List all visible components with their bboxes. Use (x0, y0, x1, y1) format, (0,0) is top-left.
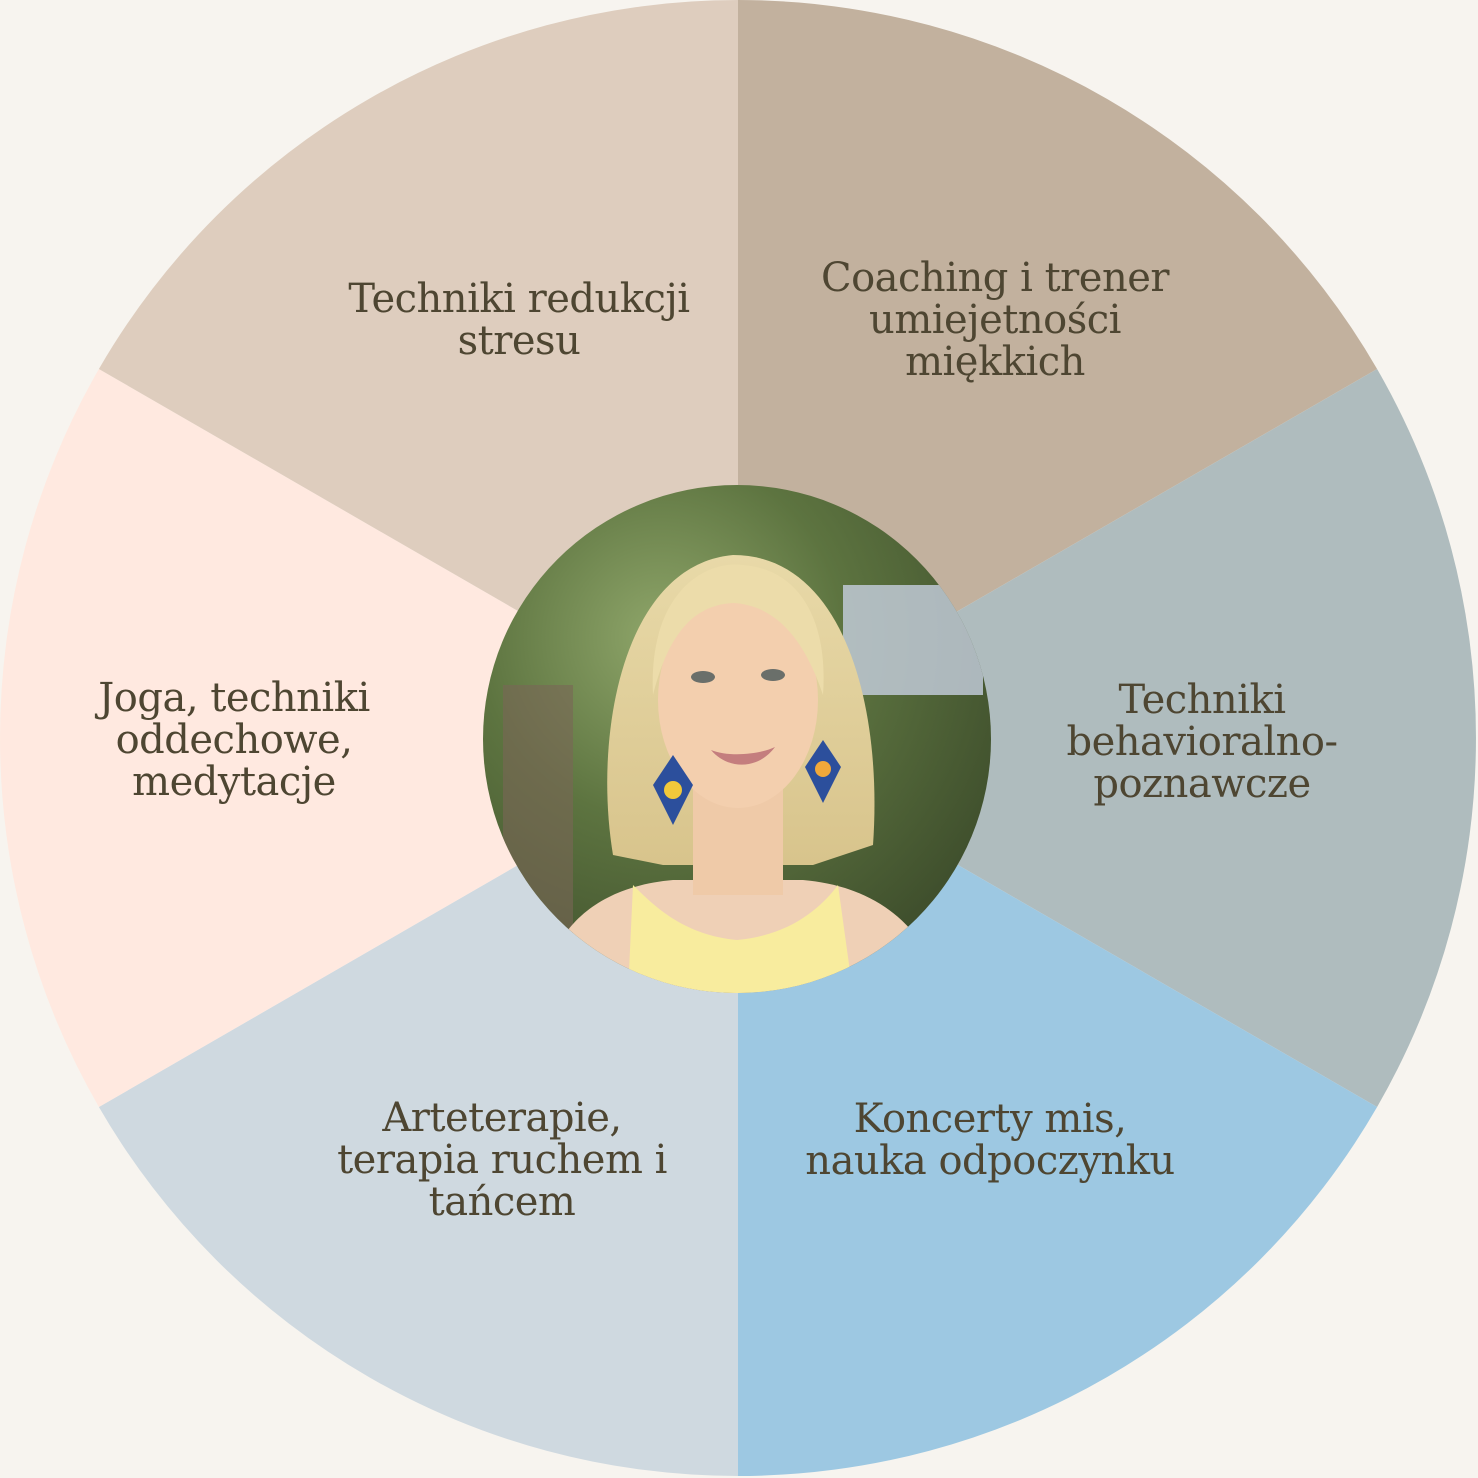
label-line: behavioralno- (1066, 719, 1338, 765)
label-art-therapy: Arteterapie, terapia ruchem i tańcem (337, 1097, 667, 1223)
label-line: poznawcze (1093, 761, 1311, 807)
label-line: Arteterapie, (382, 1095, 622, 1141)
portrait-illustration (483, 485, 991, 993)
label-line: tańcem (428, 1179, 576, 1225)
label-line: miękkich (905, 339, 1085, 385)
label-yoga: Joga, techniki oddechowe, medytacje (98, 677, 370, 803)
label-line: terapia ruchem i (337, 1137, 667, 1183)
label-line: umiejetności (869, 297, 1121, 343)
label-line: medytacje (132, 759, 336, 805)
label-line: Koncerty mis, (853, 1096, 1127, 1142)
label-line: Coaching i trener (820, 255, 1170, 301)
label-line: Joga, techniki (98, 675, 370, 721)
label-line: stresu (457, 318, 581, 364)
label-line: oddechowe, (115, 717, 353, 763)
label-cbt: Techniki behavioralno- poznawcze (1067, 679, 1338, 805)
label-stress-reduction: Techniki redukcji stresu (348, 276, 690, 364)
label-line: Techniki redukcji (348, 276, 690, 322)
label-line: nauka odpoczynku (805, 1138, 1175, 1184)
segment-yoga (0, 369, 739, 1107)
label-coaching: Coaching i trener umiejetności miękkich (820, 255, 1170, 385)
label-line: Techniki (1118, 677, 1286, 723)
segment-cbt (738, 369, 1476, 1107)
portrait-photo (483, 485, 991, 993)
label-sound-bowls: Koncerty mis, nauka odpoczynku (805, 1096, 1175, 1184)
